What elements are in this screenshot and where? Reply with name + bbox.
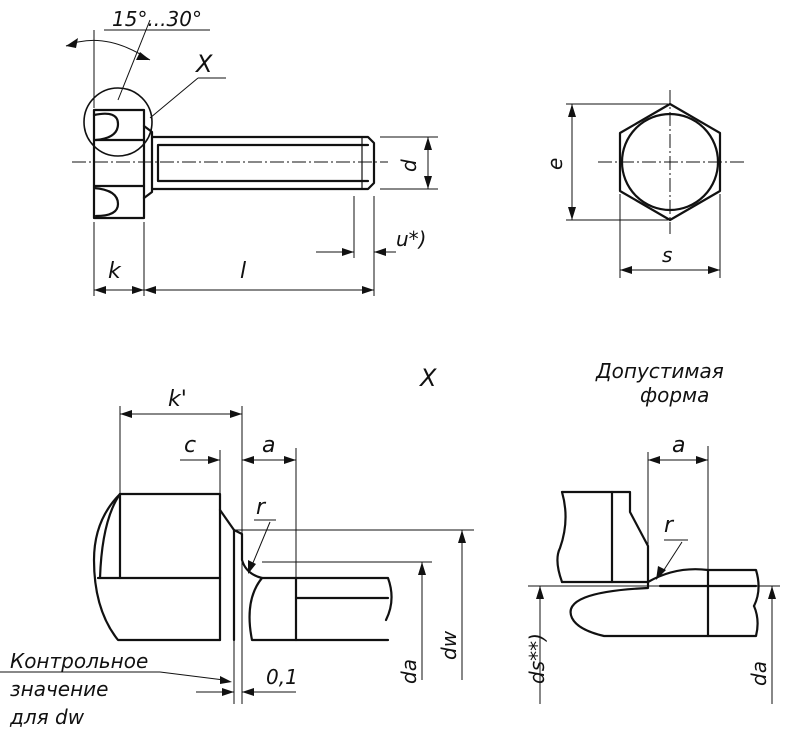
dim-s-label: s [662, 243, 672, 267]
dim-a-left-label: a [262, 433, 275, 458]
dim-e-label: e [543, 158, 567, 170]
detail-x-view: X k' c a r [0, 364, 474, 729]
allowed-form-line2: форма [640, 383, 709, 407]
dim-r-left-label: r [256, 495, 267, 520]
control-label-line2: значение [10, 677, 108, 701]
dim-dw-label: dw [437, 630, 461, 660]
allowed-form-line1: Допустимая [595, 359, 724, 383]
u-dimension: u*) [316, 196, 426, 258]
detail-x-mark-label: X [194, 50, 213, 78]
dim-01-label: 0,1 [266, 665, 298, 689]
allowed-form-view: Допустимая форма a r ds**) da [525, 359, 780, 704]
dim-r-right-label: r [664, 513, 675, 538]
dim-a-right-label: a [672, 433, 685, 458]
dim-u-label: u*) [396, 227, 426, 251]
angle-label: 15°...30° [112, 7, 202, 31]
detail-x-circle [83, 87, 153, 157]
dim-l-label: l [240, 259, 246, 284]
detail-title: X [418, 364, 437, 392]
dim-ds-label: ds**) [525, 633, 549, 684]
bolt-side-view [72, 87, 388, 220]
dim-da-left-label: da [397, 659, 421, 684]
control-label-line1: Контрольное [10, 649, 148, 673]
control-label-line3: для dw [9, 705, 85, 729]
angle-dimension: 15°...30° [65, 7, 210, 108]
dim-c-label: c [184, 433, 196, 458]
k-l-dimension: k l [93, 196, 375, 296]
detail-x-marker: X [149, 50, 226, 119]
d-dimension: d [380, 136, 438, 190]
dim-k-label: k [108, 259, 122, 284]
dim-da-right-label: da [747, 661, 771, 686]
dim-k-prime-label: k' [168, 387, 187, 412]
dim-d-label: d [397, 159, 421, 172]
bolt-end-view: e s [543, 90, 744, 278]
